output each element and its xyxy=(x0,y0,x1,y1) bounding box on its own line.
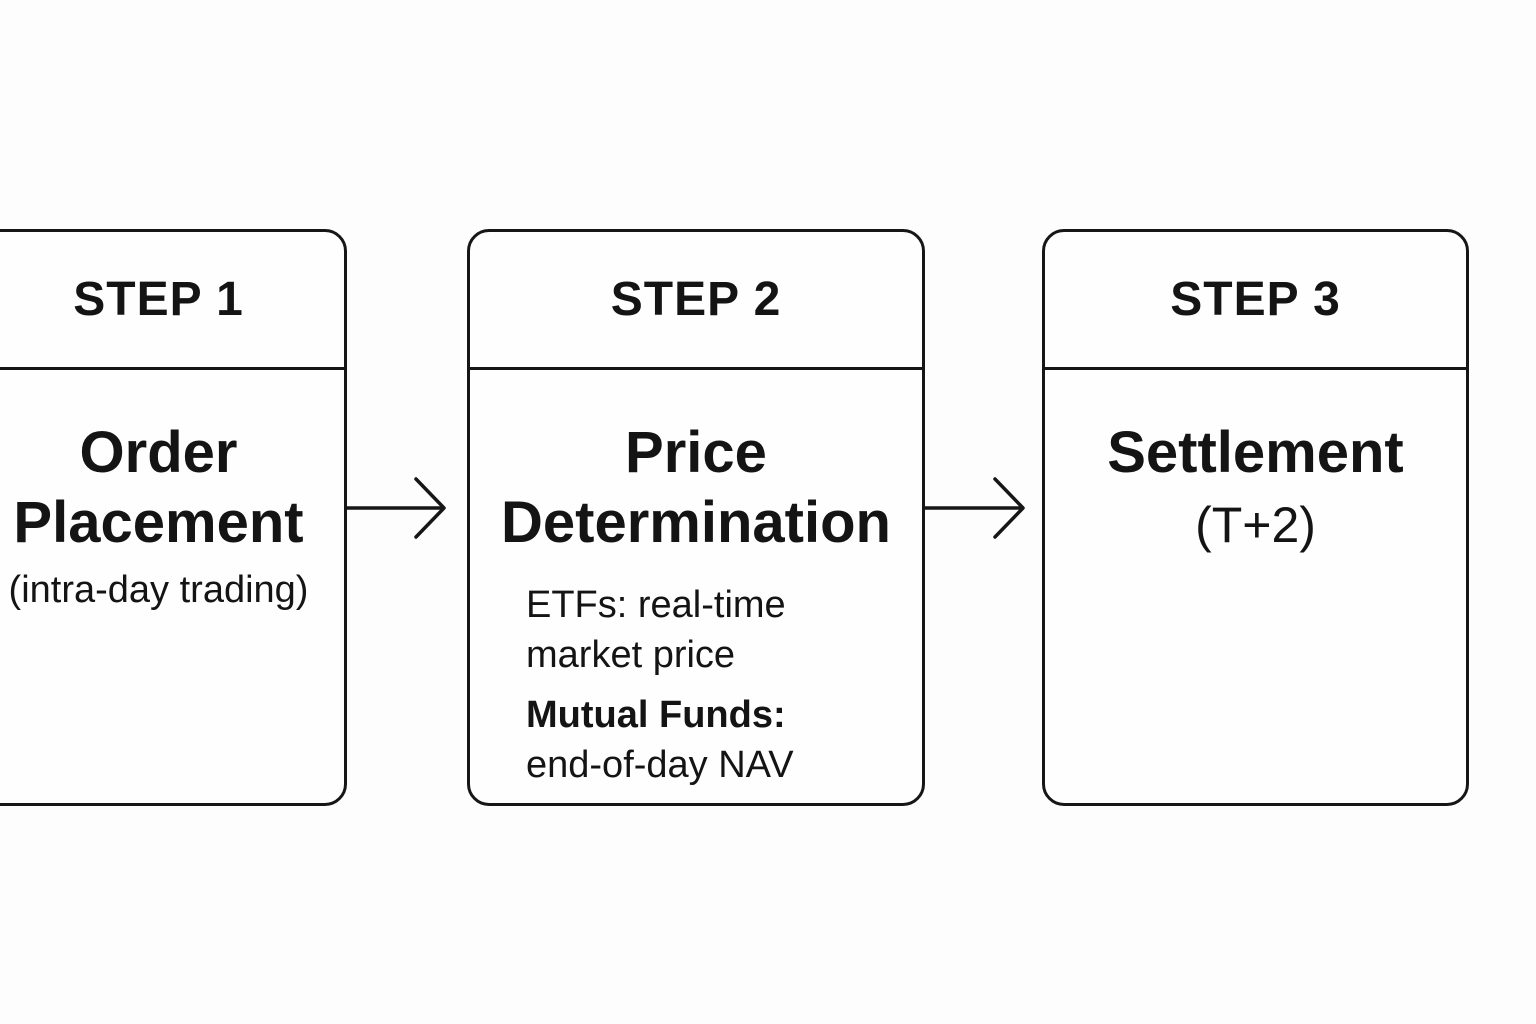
detail-item-etfs: ETFs: real-time market price xyxy=(526,580,922,680)
arrow-right-icon xyxy=(925,477,1025,539)
step-3-card: STEP 3 Settlement (T+2) xyxy=(1042,229,1469,806)
step-1-title-line2: Placement xyxy=(13,490,304,555)
step-3-title: Settlement xyxy=(1107,420,1404,485)
step-1-card: STEP 1 Order Placement (intra-day tradin… xyxy=(0,229,347,806)
step-2-card: STEP 2 Price Determination ETFs: real-ti… xyxy=(467,229,925,806)
step-1-header: STEP 1 xyxy=(0,232,344,370)
step-1-subtitle: (intra-day trading) xyxy=(8,569,309,611)
step-3-subtitle: (T+2) xyxy=(1195,497,1316,553)
detail-item-mutual-funds: Mutual Funds: end-of-day NAV xyxy=(526,690,922,790)
detail-label: ETFs: real-time xyxy=(526,584,786,626)
step-3-body: Settlement (T+2) xyxy=(1045,370,1466,560)
step-1-body: Order Placement (intra-day trading) xyxy=(0,370,344,616)
step-3-header: STEP 3 xyxy=(1045,232,1466,370)
detail-label: Mutual Funds: xyxy=(526,694,786,736)
detail-value: market price xyxy=(526,634,736,676)
detail-value: end-of-day NAV xyxy=(526,744,794,786)
step-2-title-line1: Price xyxy=(625,420,767,485)
step-1-title-line1: Order xyxy=(79,420,238,485)
step-2-title-line2: Determination xyxy=(501,490,891,555)
price-details-list: ETFs: real-time market price Mutual Fund… xyxy=(526,580,922,790)
step-2-header: STEP 2 xyxy=(470,232,922,370)
step-2-body: Price Determination ETFs: real-time mark… xyxy=(470,370,922,790)
arrow-right-icon xyxy=(346,477,446,539)
